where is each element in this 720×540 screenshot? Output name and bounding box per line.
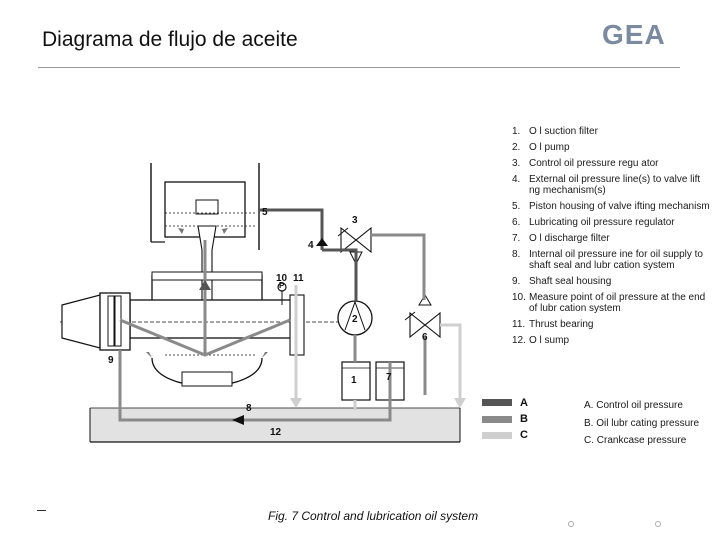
label-1: 1	[351, 375, 357, 386]
crankcase-top	[151, 271, 263, 281]
key-swatch-a	[482, 399, 512, 406]
control-oil-line	[259, 208, 324, 250]
footer-dot	[568, 521, 574, 527]
control-pressure-regulator	[340, 226, 372, 254]
main-bearing	[181, 371, 233, 387]
label-7: 7	[386, 372, 392, 383]
legend-item: 8.Internal oil pressure ine for oil supp…	[512, 249, 703, 271]
key-crankcase-pressure: C. Crankcase pressure	[584, 435, 687, 446]
label-11: 11	[293, 273, 304, 284]
legend-item: 10.Measure point of oil pressure at the …	[512, 292, 706, 314]
crankshaft	[129, 299, 301, 339]
label-10: 10	[276, 273, 288, 284]
label-4: 4	[308, 240, 314, 251]
logo-text: GEA	[602, 19, 666, 50]
footer-dash	[37, 510, 46, 511]
key-letter-b: B	[520, 413, 528, 425]
title-divider	[38, 67, 680, 68]
gea-logo: GEA	[602, 19, 666, 50]
legend-item: 2.O l pump	[512, 142, 570, 153]
lubrication-line-discharge	[118, 350, 392, 422]
legend-item: 5.Piston housing of valve ifting mechani…	[512, 201, 710, 212]
label-3: 3	[352, 215, 358, 226]
footer-dot	[655, 521, 661, 527]
label-6: 6	[422, 332, 428, 343]
legend-item: 11.Thrust bearing	[512, 319, 594, 330]
legend-item: 7.O l discharge filter	[512, 233, 610, 244]
key-letter-a: A	[520, 397, 528, 409]
key-swatch-c	[482, 432, 512, 439]
legend-item: 1.O l suction filter	[512, 126, 598, 137]
control-oil-line-2	[322, 248, 358, 301]
legend-item: 6.Lubricating oil pressure regulator	[512, 217, 675, 228]
lubricating-pressure-regulator	[409, 311, 441, 339]
legend-item: 9.Shaft seal housing	[512, 276, 612, 287]
label-9: 9	[108, 355, 114, 366]
label-8: 8	[246, 403, 252, 414]
key-control-pressure: A. Control oil pressure	[584, 400, 683, 411]
key-swatch-b	[482, 416, 512, 423]
key-letter-c: C	[520, 429, 528, 441]
piston-pin	[195, 199, 219, 215]
label-5: 5	[262, 207, 268, 218]
shaft-coupling	[61, 294, 101, 349]
key-lubricating-pressure: B. Oil lubr cating pressure	[584, 418, 700, 429]
label-p: P	[279, 281, 285, 290]
label-2: 2	[352, 314, 358, 325]
oil-sump	[90, 408, 460, 442]
component-legend: 1.O l suction filter 2.O l pump 3.Contro…	[512, 126, 712, 351]
slide-title: Diagrama de flujo de aceite	[42, 28, 298, 51]
figure-caption: Fig. 7 Control and lubrication oil syste…	[268, 509, 479, 523]
legend-item: 4.External oil pressure line(s) to valve…	[512, 174, 701, 196]
legend-item: 3.Control oil pressure regu ator	[512, 158, 659, 169]
lubrication-line-regulator	[371, 233, 426, 300]
legend-item: 12.O l sump	[512, 335, 570, 346]
crankcase-return-line-2	[440, 323, 462, 405]
label-12: 12	[270, 427, 282, 438]
